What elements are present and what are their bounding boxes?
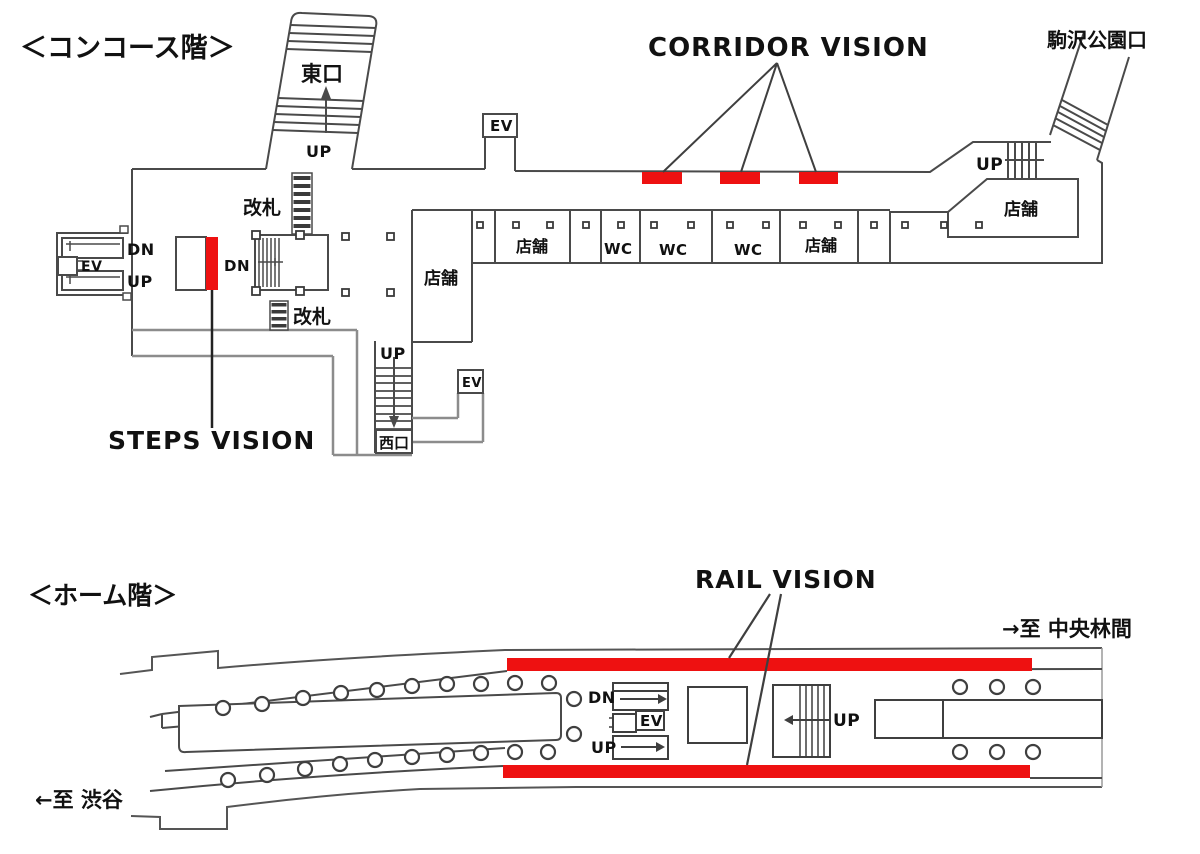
concourse-elevator-label: EV — [490, 117, 513, 135]
gate-machine-room — [254, 234, 329, 291]
right-arrow-icon — [656, 742, 665, 752]
steps-vision-dn-label: DN — [224, 257, 250, 275]
platform-ev-label: EV — [640, 712, 663, 730]
steps-vision-screen — [206, 237, 218, 290]
ticket-gate-upper — [291, 172, 313, 235]
shop-east-label: 店舗 — [805, 236, 837, 255]
corridor-vision — [642, 62, 838, 184]
gate-upper-label: 改札 — [243, 196, 281, 219]
steps-vision-title: STEPS VISION — [108, 426, 315, 455]
left-arrow-icon — [784, 715, 793, 725]
rail-vision-screen-bottom — [503, 765, 1030, 778]
west-escalator-ev-label: EV — [81, 259, 102, 275]
gate-lower-label: 改札 — [293, 305, 331, 328]
rail-vision-title: RAIL VISION — [695, 565, 877, 594]
up-arrow-icon — [321, 86, 331, 99]
platform-title: ＜ホーム階＞ — [28, 581, 177, 610]
door-markers — [251, 221, 983, 297]
concourse-walls — [131, 137, 1103, 453]
park-exit-up-label: UP — [976, 155, 1003, 175]
west-exit-label: 西口 — [379, 434, 409, 452]
corridor-vision-title: CORRIDOR VISION — [648, 33, 929, 63]
east-exit-up-label: UP — [306, 142, 332, 161]
shop-center-label: 店舗 — [516, 237, 548, 256]
west-escalator-dn-label: DN — [127, 240, 155, 259]
rail-vision-leaders — [728, 593, 783, 766]
wc-a-label: WC — [604, 240, 633, 258]
platform-stairs-up-label: UP — [833, 711, 860, 731]
down-arrow-icon — [389, 416, 399, 428]
east-exit-label: 東口 — [301, 62, 343, 86]
ticket-gate-lower — [269, 300, 289, 331]
corridor-vision-screen-3 — [799, 172, 838, 184]
platform-up-label: UP — [591, 738, 617, 757]
east-exit-stair — [265, 11, 378, 170]
concourse-elevator: EV — [482, 113, 518, 138]
park-exit-label: 駒沢公園口 — [1047, 28, 1147, 52]
platform-escalator-dn — [612, 682, 669, 711]
west-escalator — [56, 225, 132, 301]
concourse-level: ＜コンコース階＞ 東口 UP — [20, 11, 1147, 457]
right-arrow-icon — [658, 694, 667, 704]
platform-room — [687, 686, 748, 744]
pillar-circles — [214, 674, 1042, 789]
corridor-vision-screen-2 — [720, 172, 760, 184]
platform-center-structure — [178, 691, 562, 754]
concourse-title: ＜コンコース階＞ — [20, 33, 235, 64]
east-stair-treads — [272, 24, 377, 134]
platform-elevator — [609, 710, 665, 733]
west-exit-up-label: UP — [380, 344, 406, 363]
direction-chuo-rinkan: →至 中央林間 — [1002, 617, 1132, 641]
steps-vision — [175, 236, 218, 428]
corridor-vision-screen-1 — [642, 172, 682, 184]
west-exit-stairs — [375, 357, 484, 454]
west-escalator-up-label: UP — [127, 272, 153, 291]
west-corridor-walls — [132, 328, 485, 457]
platform-escalator-up — [612, 735, 669, 760]
west-exit-ev-label: EV — [462, 376, 482, 391]
wc-b-label: WC — [659, 241, 688, 259]
shop-far-east-label: 店舗 — [1004, 199, 1038, 220]
platform-stairs — [772, 684, 831, 758]
platform-dn-label: DN — [588, 688, 616, 707]
platform-long-room — [874, 699, 1103, 739]
park-exit-stair — [1005, 31, 1130, 178]
rail-vision-screen-top — [507, 658, 1032, 671]
direction-shibuya: ←至 渋谷 — [35, 788, 124, 812]
shop-left-label: 店舗 — [424, 268, 458, 289]
wc-c-label: WC — [734, 241, 763, 259]
platform-level: ＜ホーム階＞ — [28, 565, 1132, 830]
